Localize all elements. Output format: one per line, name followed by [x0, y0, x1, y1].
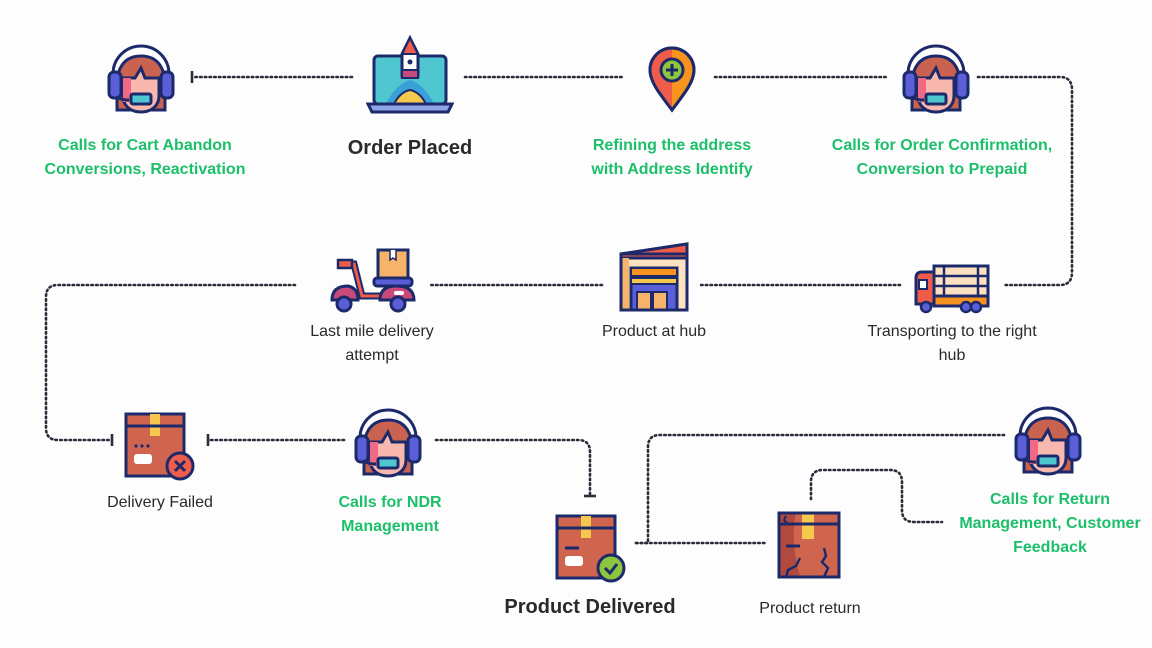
laptop-rocket-icon	[366, 34, 454, 114]
label-line: Product return	[759, 600, 861, 617]
label-line: Conversion to Prepaid	[856, 161, 1028, 178]
node-label-transporting: Transporting to the right hub	[832, 320, 1072, 368]
label-line: Management, Customer	[959, 515, 1141, 532]
label-line: Product at hub	[601, 323, 707, 340]
node-label-product-return: Product return	[720, 597, 900, 621]
label-line: Last mile delivery	[310, 323, 434, 340]
location-pin-icon	[648, 46, 696, 113]
headset-agent-icon	[902, 44, 970, 114]
label-line: Order Placed	[347, 137, 473, 159]
edge-return-to-return-calls	[809, 468, 944, 524]
label-line: Calls for Cart Abandon	[58, 137, 232, 154]
node-label-product-at-hub: Product at hub	[554, 320, 754, 344]
label-line: Calls for Order Confirmation,	[831, 137, 1053, 154]
node-label-cart-abandon: Calls for Cart Abandon Conversions, Reac…	[20, 134, 270, 182]
label-line: Feedback	[1013, 539, 1087, 556]
damaged-box-icon	[777, 511, 841, 579]
label-line: Calls for Return	[989, 491, 1110, 508]
node-label-order-confirmation: Calls for Order Confirmation, Conversion…	[812, 134, 1072, 182]
headset-agent-icon	[354, 408, 422, 478]
node-label-return-calls: Calls for Return Management, Customer Fe…	[940, 488, 1152, 560]
headset-agent-icon	[1014, 406, 1082, 476]
headset-agent-icon	[107, 44, 175, 114]
label-line: Transporting to the right	[867, 323, 1037, 340]
node-label-order-placed: Order Placed	[310, 136, 510, 160]
node-label-delivery-failed: Delivery Failed	[70, 491, 250, 515]
label-line: with Address Identify	[591, 161, 753, 178]
edge-ndr-to-delivered	[434, 438, 592, 496]
node-label-ndr-calls: Calls for NDR Management	[290, 491, 490, 539]
label-line: attempt	[345, 347, 399, 364]
label-line: Conversions, Reactivation	[44, 161, 246, 178]
edge-confirmation-to-truck	[976, 75, 1074, 287]
label-line: Management	[341, 518, 439, 535]
warehouse-icon	[619, 242, 689, 312]
label-line: Product Delivered	[504, 596, 676, 618]
box-failed-icon	[124, 412, 195, 481]
edge-delivered-to-return-calls	[634, 433, 1006, 545]
label-line: Calls for NDR	[338, 494, 442, 511]
node-label-address-refine: Refining the address with Address Identi…	[562, 134, 782, 182]
node-label-product-delivered: Product Delivered	[480, 595, 700, 619]
box-delivered-icon	[555, 514, 626, 583]
scooter-icon	[330, 248, 416, 313]
node-label-last-mile: Last mile delivery attempt	[272, 320, 472, 368]
truck-icon	[914, 264, 990, 314]
label-line: Refining the address	[592, 137, 752, 154]
edge-scooter-to-failed	[44, 283, 297, 442]
label-line: hub	[938, 347, 966, 364]
label-line: Delivery Failed	[107, 494, 213, 511]
